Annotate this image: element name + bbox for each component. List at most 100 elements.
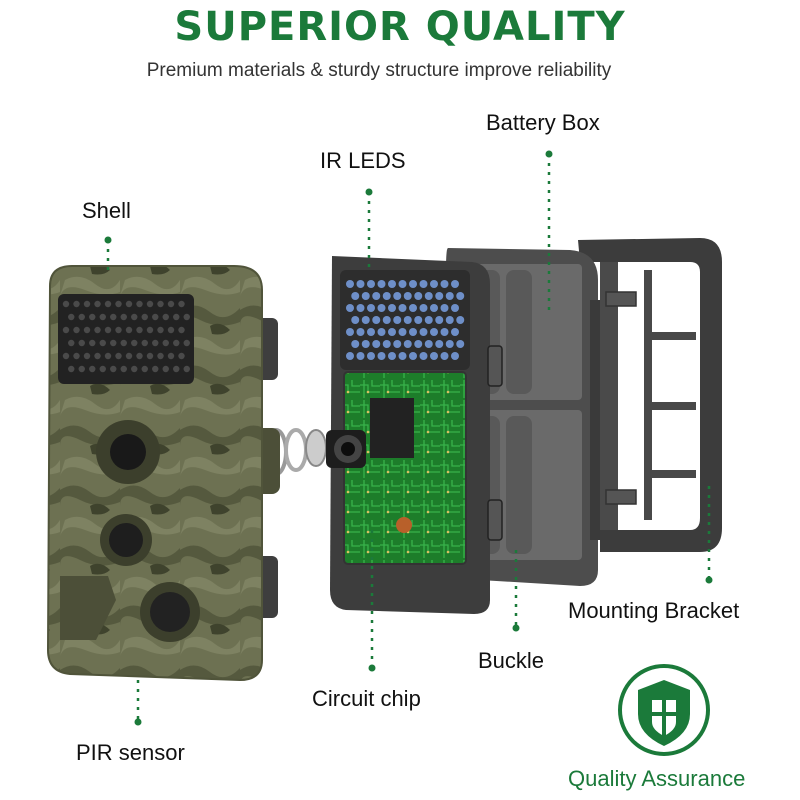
led-dot [388,280,396,288]
led-dot [367,280,375,288]
led-dot [68,365,75,373]
led-dot [424,316,433,324]
led-dot [73,300,80,308]
led-dot [178,352,185,360]
led-dot [356,280,365,288]
ir-led-array [346,280,465,360]
led-dot [398,328,407,336]
led-dot [445,340,454,348]
led-dot [99,313,106,321]
led-dot [346,280,354,288]
led-dot [377,328,386,336]
led-dot [451,352,459,360]
led-dot [83,300,91,308]
led-dot [445,316,454,324]
led-dot [456,316,465,324]
led-dot [83,352,91,360]
led-dot [451,328,459,336]
led-dot [393,292,402,300]
led-dot [73,352,80,360]
led-dot [62,300,70,308]
led-dot [419,304,428,312]
led-dot [414,316,423,324]
led-dot [162,313,169,321]
led-dot [120,365,127,373]
led-dot [178,326,185,334]
led-dot [146,300,154,308]
led-dot [104,326,112,334]
led-dot [419,352,428,360]
led-dot [78,365,85,373]
led-dot [403,316,412,324]
led-dot [136,352,143,360]
led-dot [157,300,164,308]
led-dot [440,328,449,336]
led-dot [398,352,407,360]
shell [46,265,280,682]
led-dot [435,340,444,348]
led-dot [162,365,169,373]
led-dot [419,280,428,288]
inner-housing [330,256,503,614]
led-dot [141,365,148,373]
led-dot [409,328,417,336]
led-dot [110,313,117,321]
led-dot [435,316,444,324]
led-dot [367,304,375,312]
label-pir-sensor: PIR sensor [76,740,185,765]
led-dot [388,352,396,360]
led-dot [73,326,80,334]
led-dot [409,304,417,312]
led-dot [435,292,444,300]
led-dot [430,328,438,336]
led-dot [68,339,75,347]
led-dot [430,352,438,360]
led-dot [183,365,190,373]
led-dot [115,352,122,360]
led-dot [361,316,370,324]
led-dot [361,340,370,348]
led-dot [424,292,433,300]
led-dot [403,340,412,348]
led-dot [104,352,112,360]
led-dot [136,326,143,334]
label-battery-box: Battery Box [486,110,600,135]
led-dot [157,352,164,360]
led-dot [445,292,454,300]
label-circuit-chip: Circuit chip [312,686,421,711]
led-dot [351,340,360,348]
quality-badge [618,664,710,756]
led-dot [99,339,106,347]
led-dot [62,352,70,360]
led-dot [110,339,117,347]
page-title: SUPERIOR QUALITY [174,4,626,50]
led-dot [351,316,360,324]
led-dot [346,304,354,312]
led-dot [125,326,133,334]
led-dot [382,316,391,324]
led-dot [120,339,127,347]
label-shell: Shell [82,198,131,223]
led-dot [367,328,375,336]
led-dot [403,292,412,300]
led-dot [456,340,465,348]
page-subtitle: Premium materials & sturdy structure imp… [146,60,612,81]
led-dot [162,339,169,347]
led-dot [451,280,459,288]
led-dot [99,365,106,373]
led-dot [89,313,96,321]
led-dot [78,313,85,321]
led-dot [351,292,360,300]
led-dot [120,313,127,321]
led-dot [94,300,101,308]
led-dot [62,326,70,334]
led-dot [141,339,148,347]
led-dot [456,292,465,300]
led-dot [152,313,159,321]
led-dot [173,365,180,373]
led-dot [131,365,138,373]
led-dot [430,280,438,288]
led-dot [451,304,459,312]
led-dot [393,340,402,348]
